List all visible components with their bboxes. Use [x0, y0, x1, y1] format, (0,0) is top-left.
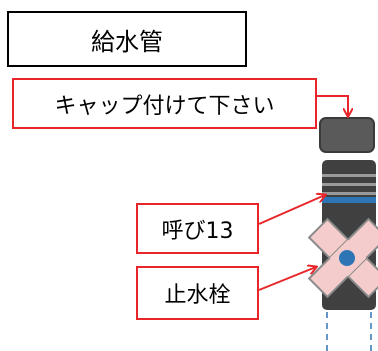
cap-note-box: キャップ付けて下さい	[12, 78, 317, 129]
title-text: 給水管	[91, 27, 163, 56]
pipe-continuation	[326, 312, 372, 351]
callout-arrows	[258, 95, 348, 291]
pipe-band	[322, 197, 376, 203]
pipe-ribs	[322, 174, 376, 195]
size-label-box: 呼び13	[136, 203, 259, 254]
cap-arrow	[317, 95, 348, 116]
size-label-text: 呼び13	[161, 218, 234, 244]
title-box: 給水管	[7, 11, 247, 67]
valve-arrow	[258, 267, 316, 291]
valve-center	[339, 250, 355, 266]
valve-label-box: 止水栓	[136, 266, 259, 320]
pipe-cap	[319, 117, 375, 153]
cap-note-text: キャップ付けて下さい	[54, 93, 275, 119]
valve-label-text: 止水栓	[164, 283, 231, 308]
size-arrow	[258, 195, 325, 225]
